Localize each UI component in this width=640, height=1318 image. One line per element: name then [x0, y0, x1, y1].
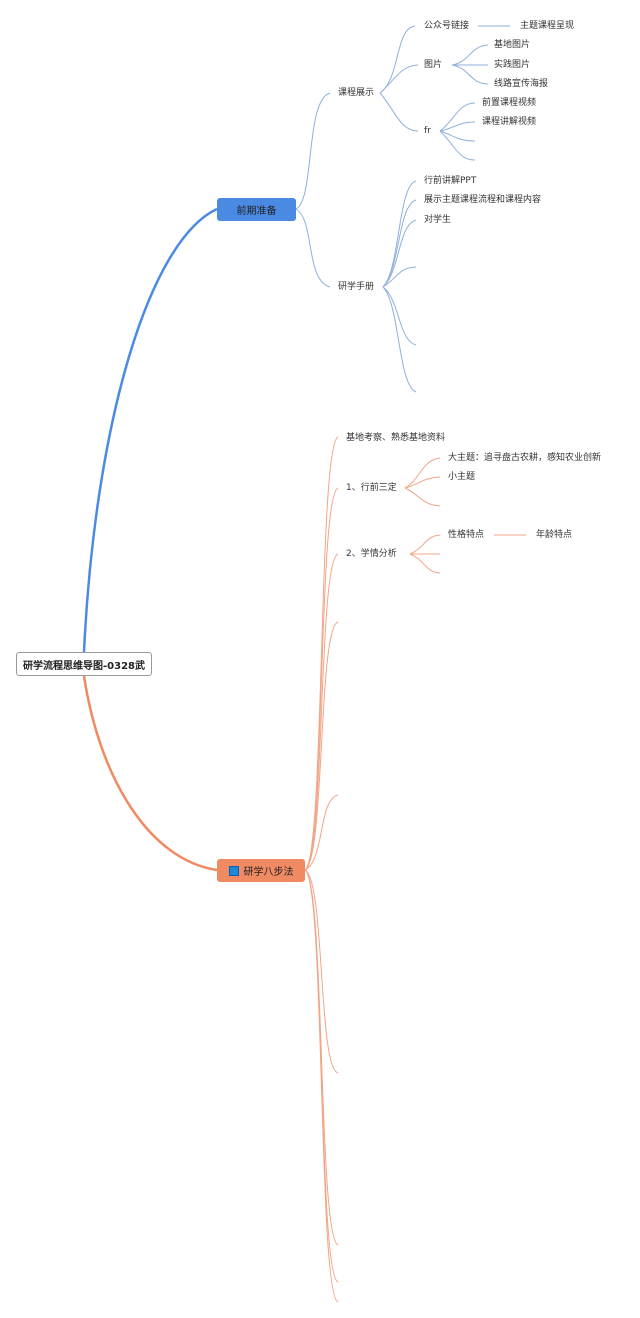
node-three-fixes[interactable]: 1、行前三定 [346, 483, 397, 493]
node-course-flow[interactable]: 展示主题课程流程和课程内容 [424, 195, 542, 205]
node-route-poster[interactable]: 线路宣传海报 [494, 79, 549, 89]
node-fr[interactable]: fr [424, 126, 431, 136]
connector-handbook-empty2 [382, 286, 417, 346]
branch-preparation[interactable]: 前期准备 [217, 198, 296, 221]
connector-analysis-empty2 [409, 553, 441, 574]
connector-course-fr [379, 92, 419, 132]
node-character-traits[interactable]: 性格特点 [448, 530, 485, 540]
blue-square-flag-icon [228, 865, 239, 876]
node-lecture-video[interactable]: 课程讲解视频 [482, 117, 537, 127]
node-pictures[interactable]: 图片 [424, 60, 443, 70]
connector-b2-analysis [304, 553, 339, 871]
connector-analysis-character [409, 534, 441, 555]
connector-b2-survey [304, 436, 339, 871]
connector-b1-course [295, 92, 331, 210]
node-big-theme[interactable]: 大主题：追寻盘古农耕，感知农业创新 [448, 453, 602, 463]
connector-handbook-empty1 [382, 266, 417, 288]
connector-pics-poster [451, 64, 489, 85]
node-public-link[interactable]: 公众号链接 [424, 21, 470, 31]
branch-eight-steps[interactable]: 研学八步法 [217, 859, 305, 882]
connector-fr-lecture [439, 121, 476, 132]
node-practice-pictures[interactable]: 实践图片 [494, 60, 531, 70]
connector-b2-step6 [304, 869, 339, 1246]
branch-eight-steps-label: 研学八步法 [243, 867, 294, 878]
connector-root-branch2 [82, 675, 218, 872]
node-handbook[interactable]: 研学手册 [338, 282, 375, 292]
node-student-analysis[interactable]: 2、学情分析 [346, 549, 397, 559]
node-small-theme[interactable]: 小主题 [448, 472, 476, 482]
connector-b2-step8 [304, 869, 339, 1303]
connector-three-big [404, 457, 441, 489]
connector-handbook-ppt [382, 180, 417, 288]
node-base-pictures[interactable]: 基地图片 [494, 40, 531, 50]
connector-handbook-empty3 [382, 286, 417, 393]
connector-handbook-flow [382, 199, 417, 288]
root-node[interactable]: 研学流程思维导图-0328武 [16, 652, 152, 676]
connector-fr-empty2 [439, 130, 476, 161]
connector-course-pics [379, 64, 419, 94]
connector-handbook-students [382, 219, 417, 288]
connector-fr-empty1 [439, 130, 476, 142]
connector-fr-pre [439, 102, 476, 132]
connector-b1-handbook [295, 208, 331, 288]
connector-b2-step3 [304, 621, 339, 871]
connector-b2-step5 [304, 869, 339, 1074]
connector-b2-three [304, 487, 339, 871]
connector-course-public [379, 25, 416, 94]
node-base-survey[interactable]: 基地考察、熟悉基地资料 [346, 433, 446, 443]
connector-pics-base [451, 44, 489, 66]
node-ppt[interactable]: 行前讲解PPT [424, 176, 477, 186]
node-theme-course[interactable]: 主题课程呈现 [520, 21, 575, 31]
connector-three-small [404, 476, 441, 489]
connector-three-empty [404, 487, 441, 507]
node-pre-course-video[interactable]: 前置课程视频 [482, 98, 537, 108]
connector-root-branch1 [82, 207, 218, 653]
node-students[interactable]: 对学生 [424, 215, 452, 225]
node-course-display[interactable]: 课程展示 [338, 88, 375, 98]
node-age-traits[interactable]: 年龄特点 [536, 530, 573, 540]
connector-b2-step4 [304, 794, 339, 871]
